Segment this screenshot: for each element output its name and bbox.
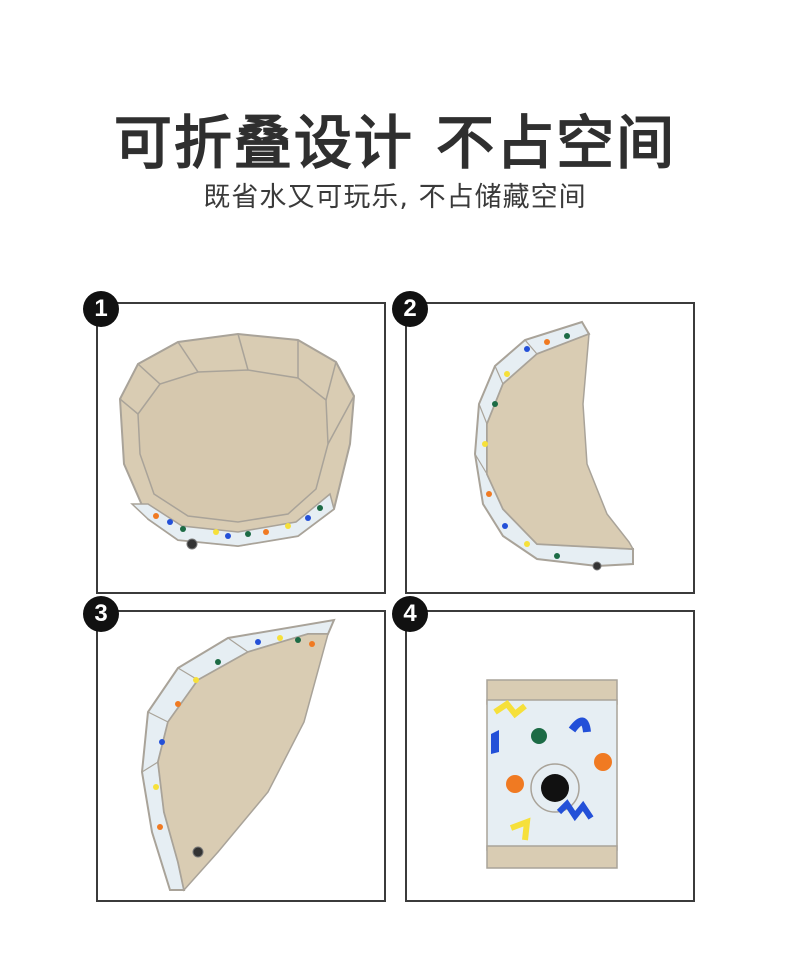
step-badge-4: 4 xyxy=(392,596,428,632)
step-badge-2: 2 xyxy=(392,291,428,327)
step-panel-2 xyxy=(405,302,695,594)
pool-half-folded-illustration xyxy=(473,320,635,571)
drain-valve-icon xyxy=(192,846,204,858)
pool-open-illustration xyxy=(118,332,356,550)
drain-valve-icon xyxy=(541,774,569,802)
step-panel-1 xyxy=(96,302,386,594)
drain-valve-icon xyxy=(592,561,602,571)
page-title: 可折叠设计 不占空间 xyxy=(113,109,677,177)
step-panel-3 xyxy=(96,610,386,902)
page-subtitle: 既省水又可玩乐, 不占储藏空间 xyxy=(203,182,587,213)
step-panel-4 xyxy=(405,610,695,902)
pool-quarter-folded-illustration xyxy=(140,618,336,892)
step-badge-3: 3 xyxy=(83,596,119,632)
drain-valve-icon xyxy=(186,538,198,550)
pool-folded-compact-illustration xyxy=(486,679,618,869)
step-badge-1: 1 xyxy=(83,291,119,327)
